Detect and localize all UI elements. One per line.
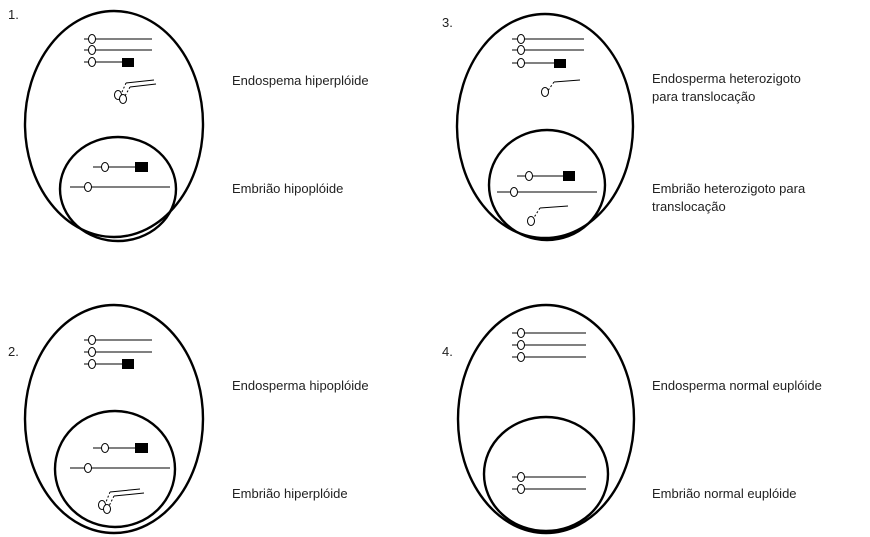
chromosome-short xyxy=(93,443,148,453)
translocated-fragment xyxy=(115,80,157,104)
panel-2-embryo-outline xyxy=(55,411,175,527)
translocated-segment xyxy=(135,162,148,172)
panel-4-endosperm-label: Endosperma normal euplóide xyxy=(652,378,822,393)
translocated-fragment xyxy=(528,206,569,226)
panel-2-embryo-chromosomes xyxy=(70,443,170,514)
panel-3: 3. xyxy=(442,14,809,240)
panel-3-embryo-outline xyxy=(489,130,605,240)
translocated-chromosome xyxy=(84,359,134,369)
panel-1-endosperm-outline xyxy=(25,11,203,237)
translocated-segment xyxy=(135,443,148,453)
panel-4-endosperm-outline xyxy=(458,305,634,533)
chromosome-long xyxy=(70,183,170,192)
panel-4-embryo-outline xyxy=(484,417,608,531)
translocated-fragment xyxy=(542,80,581,97)
chromosome-long xyxy=(497,188,597,197)
panel-2-endosperm-label: Endosperma hipoplóide xyxy=(232,378,369,393)
chromosome-short xyxy=(93,162,148,172)
translocated-chromosome xyxy=(512,59,566,69)
panel-4-number: 4. xyxy=(442,344,453,359)
translocated-fragment xyxy=(99,489,145,514)
panel-3-endosperm-chromosomes xyxy=(512,35,584,97)
chromosome-long xyxy=(70,464,170,473)
chromosome-long xyxy=(512,353,586,362)
chromosome-long xyxy=(512,46,584,55)
panel-4-endosperm-chromosomes xyxy=(512,329,586,362)
chromosome-long xyxy=(84,336,152,345)
panel-1-embryo-outline xyxy=(60,137,176,241)
panel-3-embryo-chromosomes xyxy=(497,171,597,226)
panel-2-embryo-label: Embrião hiperplóide xyxy=(232,486,348,501)
chromosome-long xyxy=(512,341,586,350)
panel-1-number: 1. xyxy=(8,7,19,22)
panel-2-number: 2. xyxy=(8,344,19,359)
panel-2-endosperm-outline xyxy=(25,305,203,533)
chromosome-long xyxy=(84,348,152,357)
translocated-segment xyxy=(122,58,134,67)
panel-1: 1. xyxy=(8,7,369,241)
panel-3-embryo-label: Embrião heterozigoto para translocação xyxy=(652,181,809,214)
panel-3-endosperm-label: Endosperma heterozigoto para translocaçã… xyxy=(652,71,805,104)
translocated-segment xyxy=(122,359,134,369)
panel-1-endosperm-label: Endospema hiperplóide xyxy=(232,73,369,88)
translocated-segment xyxy=(554,59,566,68)
chromosome-short xyxy=(517,171,575,181)
panel-3-number: 3. xyxy=(442,15,453,30)
chromosome-long xyxy=(512,485,586,494)
translocated-chromosome xyxy=(84,58,134,68)
chromosome-long xyxy=(84,46,152,55)
chromosome-long xyxy=(512,473,586,482)
panel-3-endosperm-outline xyxy=(457,14,633,238)
translocated-segment xyxy=(563,171,575,181)
panel-2-endosperm-chromosomes xyxy=(84,336,152,370)
panel-1-embryo-chromosomes xyxy=(70,162,170,192)
panel-1-endosperm-chromosomes xyxy=(84,35,156,104)
chromosome-long xyxy=(84,35,152,44)
panel-4-embryo-chromosomes xyxy=(512,473,586,494)
panel-1-embryo-label: Embrião hipoplóide xyxy=(232,181,343,196)
panel-4: 4. xyxy=(442,305,822,533)
panel-4-embryo-label: Embrião normal euplóide xyxy=(652,486,797,501)
chromosome-long xyxy=(512,329,586,338)
chromosome-long xyxy=(512,35,584,44)
panel-2: 2. xyxy=(8,305,369,533)
